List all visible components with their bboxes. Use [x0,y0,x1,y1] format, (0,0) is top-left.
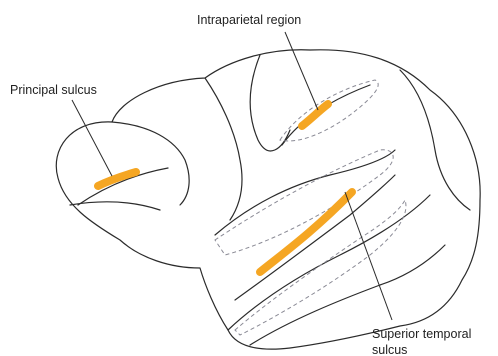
sts-leader-line [345,192,392,320]
occipital-fold [400,70,470,210]
intraparietal-dashed-region [280,80,378,141]
principal-leader-line [72,100,112,176]
frontal-fold-lower [70,202,160,210]
brain-outline [56,50,480,349]
parietal-fold [205,78,242,220]
intraparietal-leader-line [285,32,318,110]
central-fold [250,55,290,151]
superior-temporal-sulcus-label: Superior temporal [372,327,471,342]
sts-line [235,175,395,300]
intraparietal-highlight [302,104,328,126]
principal-sulcus-label: Principal sulcus [10,83,97,98]
superior-temporal-sulcus-label-line2: sulcus [372,343,407,356]
intraparietal-sulcus-line [282,85,370,145]
frontal-fold [112,122,189,205]
intraparietal-region-label: Intraparietal region [197,13,301,28]
sts-highlight [260,192,352,272]
